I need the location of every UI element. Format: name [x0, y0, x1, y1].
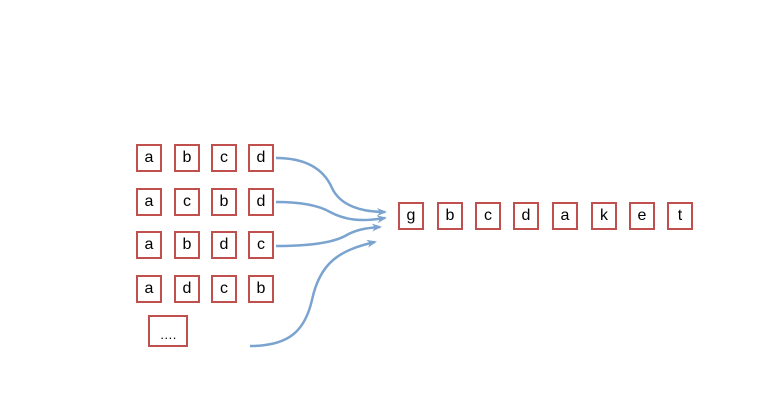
arrow-row-3 [275, 223, 382, 248]
target-cell: k [591, 202, 617, 230]
target-cell: g [398, 202, 424, 230]
target-cell: c [475, 202, 501, 230]
source-cell: b [248, 275, 274, 303]
arrow-row-2 [275, 200, 387, 224]
target-cell: t [667, 202, 693, 230]
source-cell: d [248, 188, 274, 216]
ellipsis-box: …. [148, 315, 188, 347]
arrow-ellipsis [249, 239, 377, 348]
target-cell: e [629, 202, 655, 230]
source-cell: c [211, 144, 237, 172]
source-cell: a [136, 188, 162, 216]
source-cell: d [248, 144, 274, 172]
source-cell: b [174, 144, 200, 172]
source-cell: d [211, 231, 237, 259]
arrow-row-1 [275, 156, 387, 216]
source-cell: c [211, 275, 237, 303]
source-cell: b [211, 188, 237, 216]
source-cell: a [136, 144, 162, 172]
source-cell: c [174, 188, 200, 216]
source-cell: a [136, 275, 162, 303]
target-cell: b [437, 202, 463, 230]
source-cell: b [174, 231, 200, 259]
source-cell: d [174, 275, 200, 303]
source-cell: a [136, 231, 162, 259]
source-cell: c [248, 231, 274, 259]
target-cell: a [552, 202, 578, 230]
target-cell: d [513, 202, 539, 230]
